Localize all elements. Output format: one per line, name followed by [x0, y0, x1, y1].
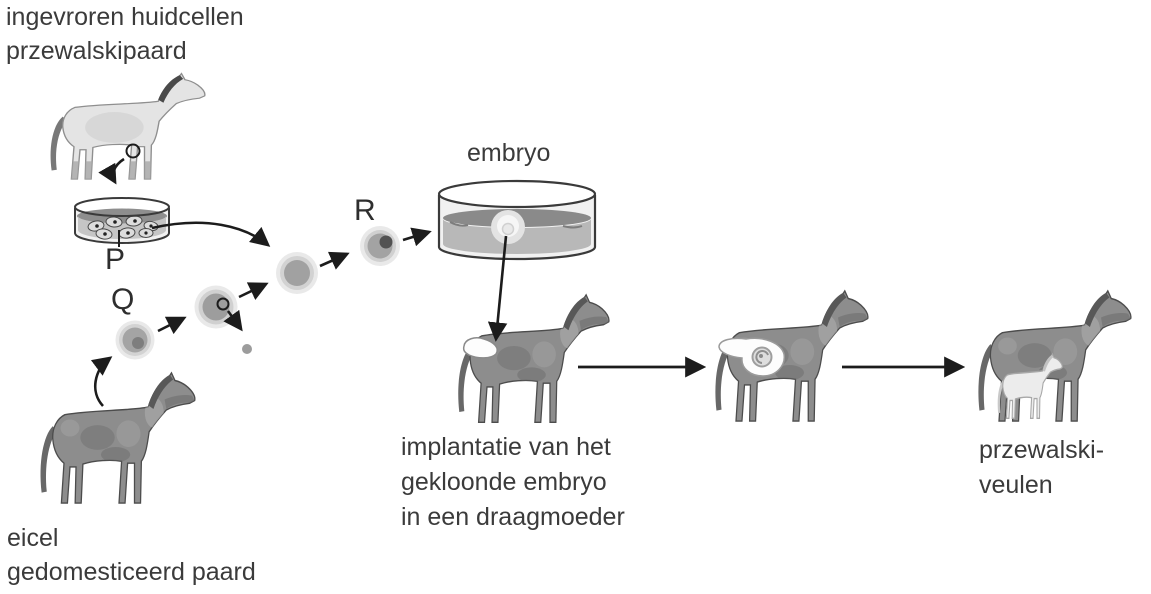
skin-sample-circle — [125, 143, 141, 159]
egg-cell-q — [115, 320, 155, 360]
embryo-ball — [491, 210, 525, 244]
label-przewalski-foal: przewalski- veulen — [979, 436, 1105, 499]
label-implantation: implantatie van het gekloonde embryo in … — [401, 433, 625, 531]
egg-cell-enucleation — [194, 285, 238, 329]
uterus-with-fetus — [718, 337, 785, 377]
label-embryo: embryo — [467, 139, 551, 167]
arrow-horse-to-egg-q — [90, 356, 113, 407]
arrow-horse-to-dish-p — [98, 157, 125, 185]
label-r: R — [354, 194, 376, 227]
label-egg-cell: eicel gedomesticeerd paard — [7, 524, 256, 586]
nucleus-marker-circle — [216, 297, 230, 311]
przewalski-horse-illustration — [50, 72, 206, 180]
removed-nucleus — [242, 344, 252, 354]
arrow-empty-egg-to-r — [319, 251, 350, 270]
petri-dish-p — [74, 197, 170, 247]
arrow-dish-p-to-egg — [151, 221, 271, 247]
embryo-dish — [437, 179, 597, 261]
mother-mare-illustration — [978, 291, 1131, 421]
arrow-q-to-enucleation — [157, 316, 187, 335]
enucleated-egg-cell — [276, 252, 318, 294]
label-p: P — [105, 243, 126, 276]
arrow-r-to-embryo-dish — [402, 227, 432, 247]
arrow-nucleus-removal — [223, 309, 243, 332]
label-frozen-skin-cells: ingevroren huidcellen przewalskipaard — [6, 3, 244, 65]
arrow-embryo-to-uterus — [487, 235, 508, 342]
uterus-outline — [462, 337, 498, 359]
label-q: Q — [111, 283, 135, 316]
arrow-enucleation-to-empty-egg — [238, 282, 269, 300]
domesticated-horse-illustration — [41, 373, 196, 503]
egg-cell-r — [360, 226, 400, 266]
